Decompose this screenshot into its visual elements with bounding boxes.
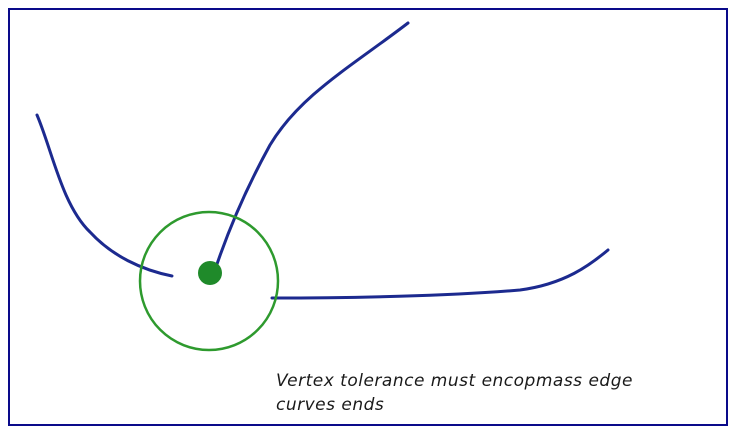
vertex-point: [198, 261, 222, 285]
diagram-caption: Vertex tolerance must encopmass edge cur…: [276, 369, 716, 417]
vertex-tolerance-circle: [138, 210, 280, 352]
edge-curve-top: [213, 21, 410, 272]
caption-line-1: Vertex tolerance must encopmass edge: [276, 371, 633, 391]
diagram-frame: [8, 8, 728, 426]
edge-curve-right: [270, 248, 610, 300]
caption-line-2: curves ends: [276, 395, 385, 415]
edge-curve-left: [35, 113, 174, 278]
